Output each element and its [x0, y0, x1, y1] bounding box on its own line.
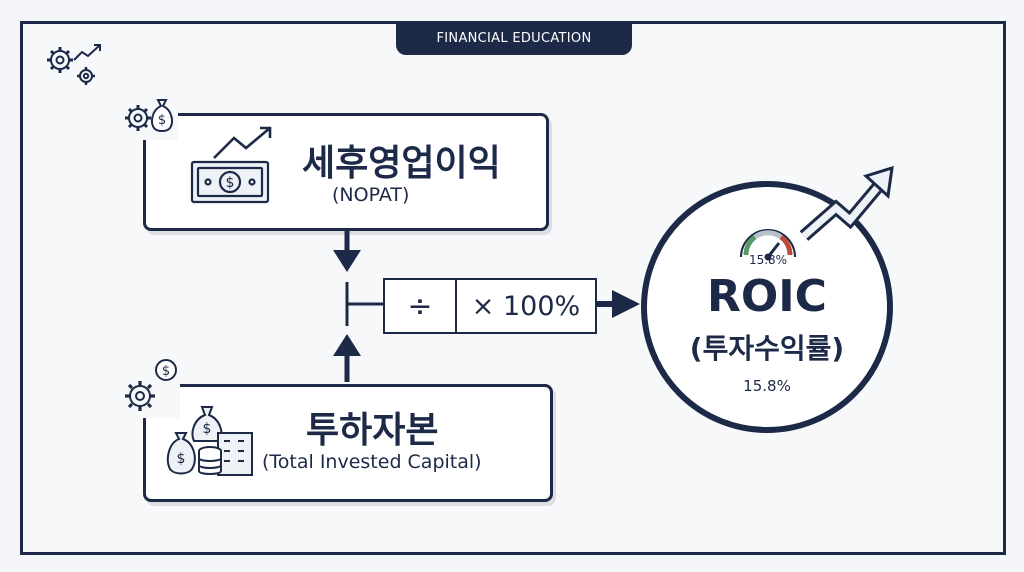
trend-arrow-icon: [799, 165, 894, 241]
gauge-label: 15.8%: [748, 253, 788, 267]
moneybag-building-icon: $ $: [166, 406, 253, 476]
header-tag: FINANCIAL EDUCATION: [396, 21, 632, 55]
operator-divider: [455, 280, 457, 332]
nopat-title: 세후영업이익: [302, 143, 501, 184]
svg-text:$: $: [158, 113, 166, 128]
down-arrow-head: [333, 250, 361, 272]
roic-subtitle: (투자수익률): [689, 332, 845, 365]
roic-circle: 15.8% ROIC (투자수익률) 15.8%: [641, 181, 893, 433]
invested-capital-title: 투하자본: [306, 410, 439, 451]
gear-moneybag-icon: $: [120, 88, 178, 140]
svg-text:$: $: [226, 175, 235, 191]
up-arrow-head: [333, 334, 361, 356]
multiply-label: × 100%: [471, 290, 581, 322]
invested-capital-subtitle: (Total Invested Capital): [262, 451, 482, 473]
divide-symbol: ÷: [407, 288, 433, 324]
operator-box: ÷ × 100%: [383, 278, 597, 334]
gauge-icon: [740, 229, 796, 261]
nopat-box: $ 세후영업이익 (NOPAT): [143, 113, 549, 231]
gears-arrow-icon: [47, 44, 101, 85]
svg-text:$: $: [177, 451, 186, 467]
svg-text:$: $: [162, 364, 170, 379]
roic-value: 15.8%: [743, 377, 791, 395]
invested-capital-box: $ $ 투하자본 (Total Invested Capital): [143, 384, 553, 502]
result-arrow-head: [612, 290, 640, 318]
money-bill-arrow-icon: $: [190, 126, 272, 204]
gear-coin-icon: $: [118, 356, 180, 418]
nopat-subtitle: (NOPAT): [332, 184, 410, 206]
roic-title: ROIC: [707, 271, 827, 322]
svg-text:$: $: [203, 421, 212, 437]
